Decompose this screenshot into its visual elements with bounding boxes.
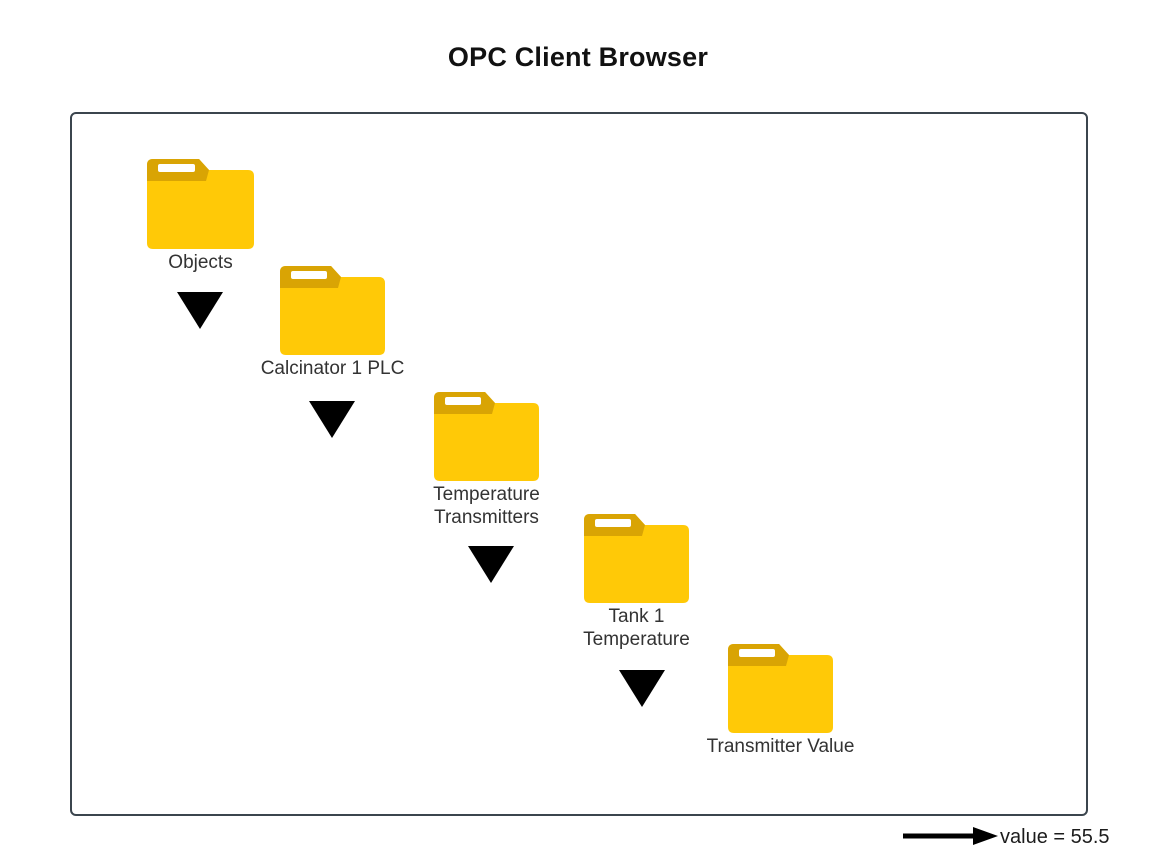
connector-transmitter-to-value	[903, 827, 998, 845]
node-label: Objects	[168, 252, 233, 273]
node-label: Calcinator 1 PLC	[260, 358, 405, 379]
down-arrow-icon	[468, 546, 514, 583]
folder-icon	[280, 266, 385, 355]
node-transmitter-value[interactable]: Transmitter Value	[707, 644, 854, 757]
connector-calcinator-to-temperature	[309, 401, 355, 443]
down-arrow-icon	[177, 292, 223, 329]
node-tank-1-temperature[interactable]: Tank 1 Temperature	[583, 514, 690, 650]
down-arrow-icon	[309, 401, 355, 438]
node-calcinator-1-plc[interactable]: Calcinator 1 PLC	[261, 266, 404, 379]
page-title: OPC Client Browser	[447, 42, 709, 72]
value-readout: value = 55.5	[1000, 826, 1110, 848]
folder-icon	[147, 159, 254, 249]
node-objects[interactable]: Objects	[147, 159, 254, 273]
folder-icon	[434, 392, 539, 481]
folder-icon	[728, 644, 833, 733]
connector-objects-to-calcinator	[177, 292, 223, 334]
down-arrow-icon	[619, 670, 665, 707]
folder-icon	[584, 514, 689, 603]
connector-tank-to-transmitter	[619, 670, 665, 712]
node-temperature-transmitters[interactable]: Temperature Transmitters	[433, 392, 540, 528]
node-label: Tank 1 Temperature	[583, 606, 690, 650]
node-label: Temperature Transmitters	[433, 484, 540, 528]
node-label: Transmitter Value	[706, 736, 855, 757]
diagram-canvas: Objects Calcinator 1 PLC Temperature Tra…	[70, 112, 1110, 848]
connector-temperature-to-tank	[468, 546, 514, 588]
